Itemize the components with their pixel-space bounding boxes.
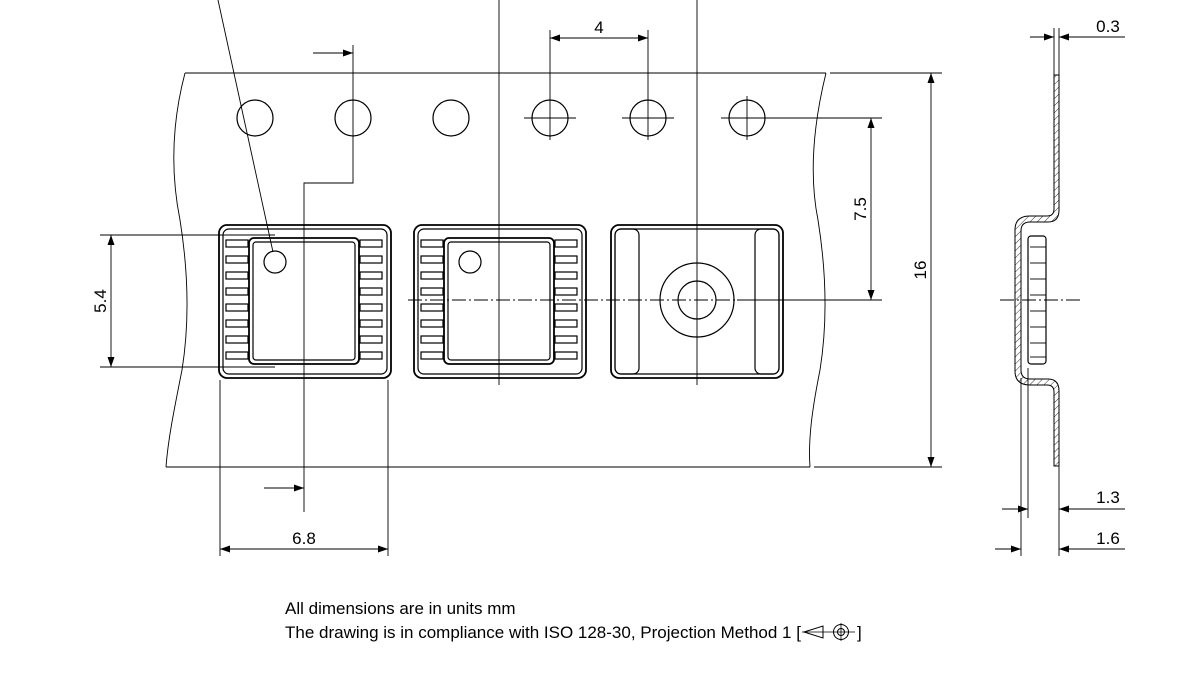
dim-cavity-width-label: 6.8 bbox=[292, 529, 316, 548]
dimension-pitch: 4 bbox=[550, 18, 648, 42]
pocket-with-component-2 bbox=[413, 224, 587, 379]
side-view-profile bbox=[1000, 74, 1080, 467]
dim-cavity-length-label: 5.4 bbox=[91, 289, 110, 313]
leads-right bbox=[359, 239, 383, 360]
leads-right bbox=[554, 239, 578, 360]
dim-pitch-label: 4 bbox=[594, 18, 603, 37]
compliance-text: The drawing is in compliance with ISO 12… bbox=[285, 623, 801, 642]
leads-left bbox=[225, 239, 249, 360]
units-note: All dimensions are in units mm bbox=[285, 599, 516, 618]
pin1-marker bbox=[458, 250, 482, 274]
sprocket-hole bbox=[432, 99, 470, 137]
dim-pocket-inner-label: 1.3 bbox=[1096, 488, 1120, 507]
pin1-marker bbox=[263, 250, 287, 274]
dim-thickness-label: 0.3 bbox=[1096, 17, 1120, 36]
carrier-tape-outline bbox=[165, 72, 827, 468]
dim-hole-center-label: 7.5 bbox=[851, 197, 870, 221]
dim-tape-width-label: 16 bbox=[911, 261, 930, 280]
dimension-pocket-depth-inner: 1.3 bbox=[1002, 368, 1125, 556]
dimension-cavity-width: 6.8 bbox=[219, 380, 389, 556]
dimension-hole-to-center: 7.5 bbox=[737, 117, 882, 301]
dimension-thickness: 0.3 bbox=[1030, 17, 1125, 75]
dim-pocket-outer-label: 1.6 bbox=[1096, 529, 1120, 548]
compliance-close: ] bbox=[856, 623, 862, 642]
pocket-hole-inner bbox=[677, 280, 717, 320]
pocket-hole-outer bbox=[659, 262, 735, 338]
reference-lines bbox=[217, 0, 880, 512]
pocket-with-component-1 bbox=[218, 224, 392, 379]
leads-left bbox=[420, 239, 444, 360]
dimension-pocket-depth-outer: 1.6 bbox=[995, 378, 1125, 556]
dimension-tape-width: 16 bbox=[814, 72, 942, 468]
sprocket-hole bbox=[236, 99, 274, 137]
dimension-cavity-length: 5.4 bbox=[91, 234, 275, 368]
side-component-leads bbox=[1030, 246, 1046, 358]
projection-method-icon bbox=[801, 623, 855, 641]
empty-pocket bbox=[610, 224, 784, 379]
compliance-note: The drawing is in compliance with ISO 12… bbox=[285, 621, 862, 645]
sprocket-holes bbox=[236, 96, 773, 140]
